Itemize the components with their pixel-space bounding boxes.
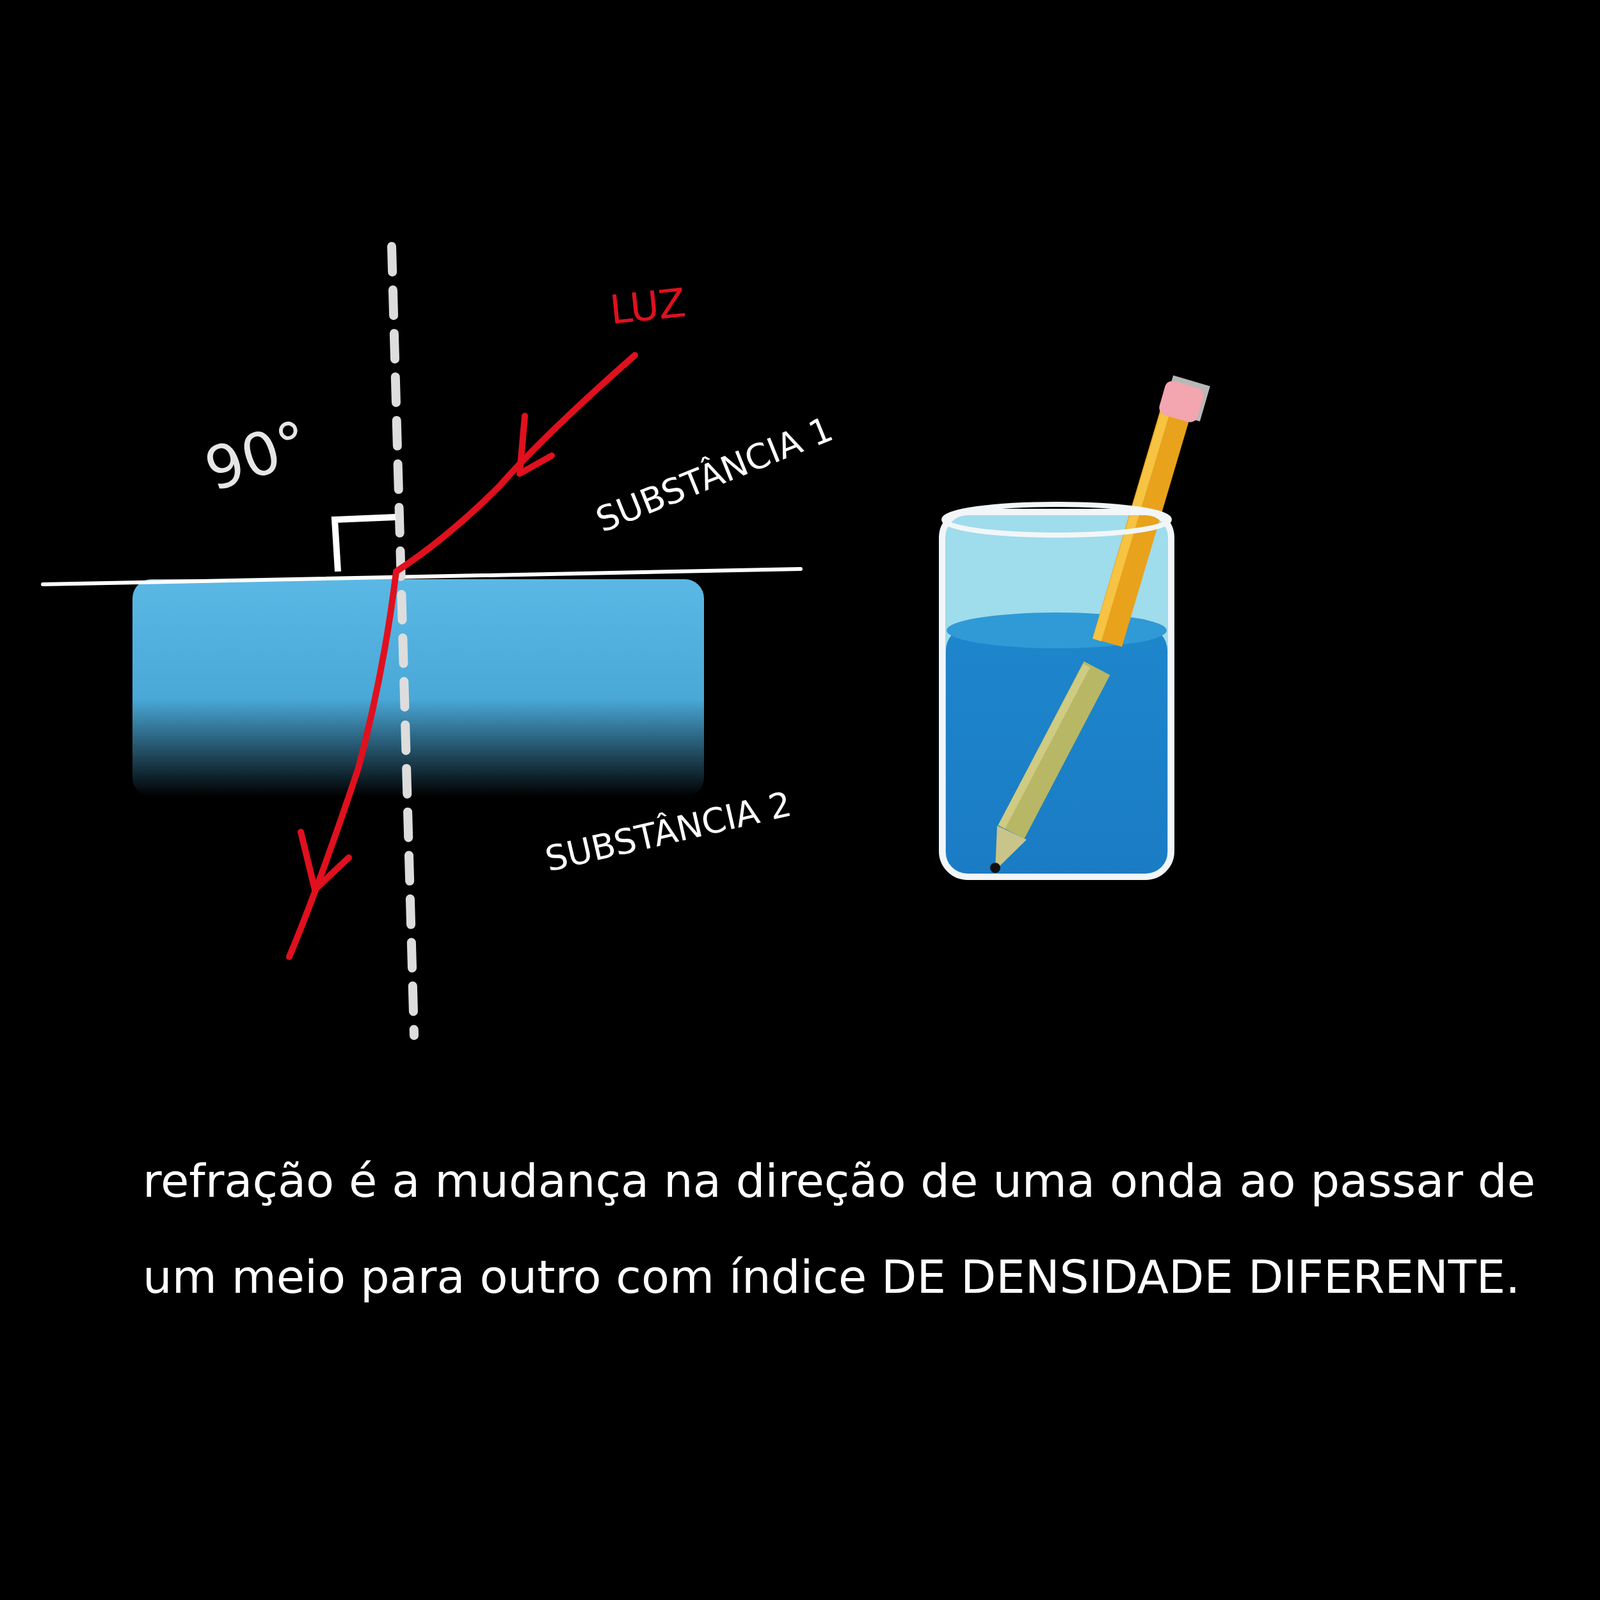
right-angle-marker xyxy=(334,517,396,572)
pencil-submerged xyxy=(1011,668,1097,832)
glass-illustration xyxy=(942,379,1206,877)
glass-rim xyxy=(944,504,1170,536)
interface-line xyxy=(42,568,801,585)
light-label: LUZ xyxy=(607,279,688,334)
water-band xyxy=(132,579,704,797)
normal-line xyxy=(391,246,415,1036)
pencil-lead xyxy=(990,862,1001,873)
water-surface xyxy=(946,612,1167,649)
glass-outline xyxy=(942,512,1172,877)
incident-ray xyxy=(396,355,635,572)
ray-arrowhead xyxy=(519,416,552,474)
refracted-ray xyxy=(289,571,397,957)
medium-label: SUBSTÂNCIA 1 xyxy=(590,408,838,540)
pencil-stripe xyxy=(1001,665,1087,827)
caption: refração é a mudança na direção de uma o… xyxy=(142,1132,1551,1325)
medium-label: SUBSTÂNCIA 2 xyxy=(541,783,796,880)
ray-arrowhead xyxy=(300,832,349,890)
glass-water xyxy=(945,627,1168,876)
pencil-eraser xyxy=(1157,379,1206,425)
pencil-tip xyxy=(995,825,1027,871)
angle-label: 90° xyxy=(197,407,318,505)
